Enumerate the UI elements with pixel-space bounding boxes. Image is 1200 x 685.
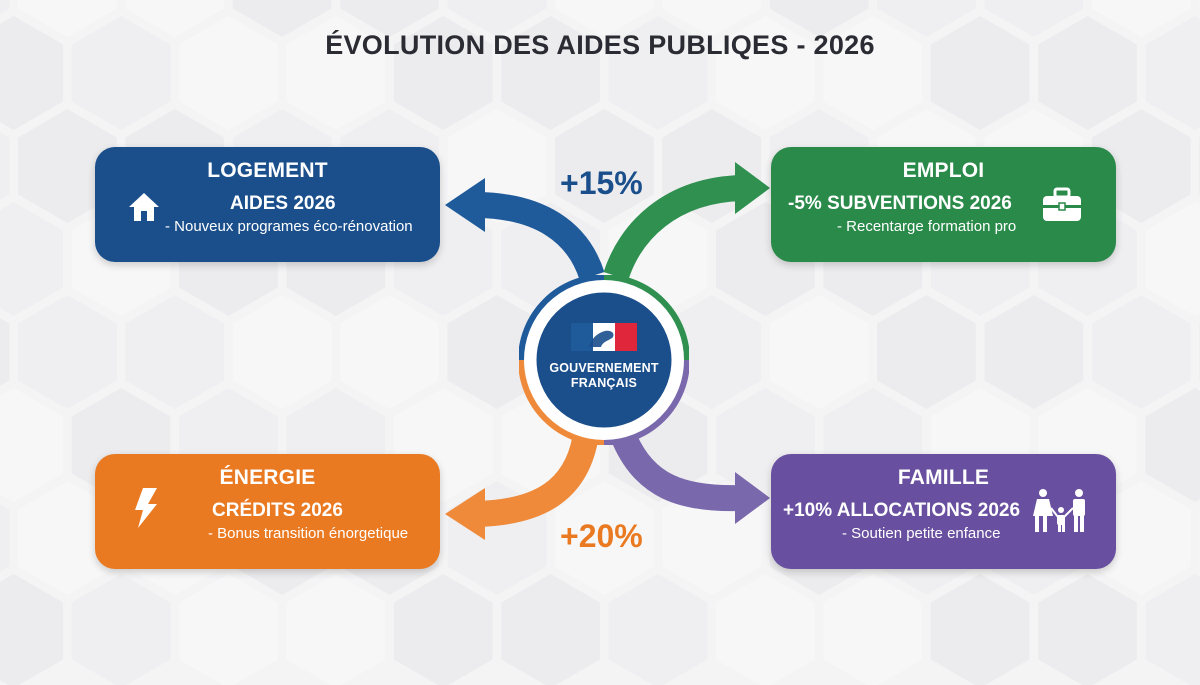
card-line: +10% ALLOCATIONS 2026 (783, 500, 1021, 521)
family-icon (1033, 489, 1085, 532)
background-hexagon (232, 295, 332, 409)
arrow-to-famille (613, 434, 743, 512)
background-hexagon (877, 0, 976, 37)
arrowhead-energie (445, 488, 485, 540)
background-hexagon (447, 0, 547, 37)
background-hexagon (1145, 202, 1200, 316)
background-hexagon (555, 109, 654, 223)
government-emblem: GOUVERNEMENT FRANÇAIS (518, 274, 690, 446)
card-line: -5% SUBVENTIONS 2026 (788, 193, 1012, 214)
marianne-flag-icon (571, 323, 637, 351)
background-hexagon (71, 574, 171, 685)
arrowhead-emploi (735, 162, 770, 214)
background-hexagon (984, 295, 1084, 409)
background-hexagon (0, 504, 10, 572)
background-hexagon (0, 16, 64, 130)
arrow-to-energie (477, 436, 598, 527)
change-top-label: +15% (560, 165, 643, 201)
page-title: ÉVOLUTION DES AIDES PUBLIQES - 2026 (325, 30, 875, 60)
card-energie: ÉNERGIE CRÉDITS 2026 - Bonus transition … (95, 454, 440, 569)
background-hexagon (1091, 109, 1191, 223)
card-sub: - Soutien petite enfance (842, 525, 1001, 542)
background-hexagon (716, 16, 815, 130)
background-hexagon (1038, 574, 1137, 685)
background-hexagon (662, 0, 762, 37)
lightning-icon (135, 488, 157, 528)
background-hexagon (930, 574, 1030, 685)
house-icon (129, 193, 159, 221)
background-hexagon (125, 295, 225, 409)
background-hexagon (930, 16, 1030, 130)
background-hexagon (0, 318, 10, 386)
background-hexagon (877, 295, 976, 409)
arrow-to-logement (477, 192, 605, 281)
card-title: LOGEMENT (207, 159, 328, 182)
background-hexagon (823, 16, 923, 130)
background-hexagon (0, 132, 10, 200)
background-hexagon (0, 202, 64, 316)
background-hexagon (1145, 16, 1200, 130)
background-hexagon (1091, 295, 1191, 409)
background-hexagon (823, 574, 923, 685)
arrowhead-famille (735, 472, 770, 524)
background-hexagon (179, 16, 278, 130)
card-sub: - Recentarge formation pro (837, 218, 1017, 235)
card-line: CRÉDITS 2026 (212, 500, 343, 521)
background-hexagon (18, 0, 117, 37)
emblem-line2: FRANÇAIS (570, 376, 638, 390)
background-hexagon (984, 0, 1084, 37)
background-hexagon (769, 295, 869, 409)
background-hexagon (18, 295, 117, 409)
card-logement: LOGEMENT AIDES 2026 - Nouveux programes … (95, 147, 440, 262)
change-bottom-label: +20% (560, 518, 643, 554)
background-hexagon (0, 388, 64, 502)
card-title: FAMILLE (897, 466, 990, 489)
background-hexagon (1145, 574, 1200, 685)
background-hexagon (179, 574, 278, 685)
background-hexagon (1091, 481, 1191, 595)
background-hexagon (608, 16, 708, 130)
card-famille: FAMILLE +10% ALLOCATIONS 2026 - Soutien … (771, 454, 1116, 569)
briefcase-icon (1043, 187, 1081, 221)
background-hexagon (286, 16, 386, 130)
background-hexagon (340, 295, 439, 409)
background-hexagon (555, 0, 654, 37)
card-sub: - Nouveux programes éco-rénovation (165, 218, 413, 235)
background-hexagon (18, 109, 117, 223)
background-hexagon (232, 0, 332, 37)
card-line: AIDES 2026 (230, 193, 336, 214)
background-hexagon (1145, 388, 1200, 502)
background-hexagon (1091, 0, 1191, 37)
background-hexagon (71, 16, 171, 130)
background-hexagon (340, 0, 439, 37)
arrow-to-emploi (603, 175, 743, 281)
background-hexagon (0, 0, 10, 14)
background-hexagon (0, 574, 64, 685)
card-sub: - Bonus transition énorgetique (208, 525, 409, 542)
background-hexagon (125, 0, 225, 37)
emblem-line1: GOUVERNEMENT (549, 361, 659, 375)
card-emploi: EMPLOI -5% SUBVENTIONS 2026 - Recentarge… (771, 147, 1116, 262)
card-title: ÉNERGIE (219, 466, 316, 489)
background-hexagon (716, 574, 815, 685)
background-hexagon (18, 481, 117, 595)
background-hexagon (286, 574, 386, 685)
background-hexagon (393, 574, 493, 685)
background-hexagon (608, 574, 708, 685)
background-hexagon (501, 16, 600, 130)
card-title: EMPLOI (902, 159, 985, 182)
background-hexagon (555, 481, 654, 595)
background-hexagon (393, 16, 493, 130)
background-hexagon (1038, 16, 1137, 130)
arrowhead-logement (445, 178, 485, 232)
background-hexagon (769, 0, 869, 37)
background-hexagon (501, 574, 600, 685)
